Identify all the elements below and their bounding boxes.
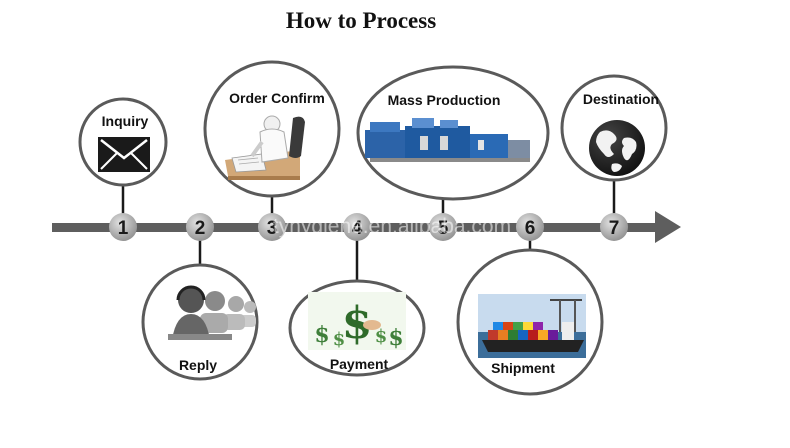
marker-5: 5 — [429, 213, 457, 241]
svg-text:$: $ — [388, 325, 403, 351]
marker-6: 6 — [516, 213, 544, 241]
marker-4: 4 — [343, 213, 371, 241]
page-title: How to Process — [285, 8, 437, 33]
step-label-inquiry: Inquiry — [102, 113, 149, 129]
marker-1: 1 — [109, 213, 137, 241]
watermark: tyhygiene.en.alibaba.com — [273, 215, 511, 238]
customer-service-icon — [168, 285, 256, 340]
step-label-shipment: Shipment — [491, 360, 555, 376]
step-number-4: 4 — [352, 218, 363, 239]
svg-text:$: $ — [314, 322, 329, 348]
step-label-destination: Destination — [583, 91, 659, 107]
step-reply: Reply — [141, 263, 259, 381]
svg-text:$: $ — [333, 329, 346, 350]
step-label-mass-production: Mass Production — [388, 92, 501, 108]
step-order-confirm: Order Confirm — [203, 60, 341, 198]
svg-text:$: $ — [375, 326, 388, 347]
production-machine-icon — [365, 118, 530, 162]
step-number-5: 5 — [438, 218, 449, 239]
step-label-order-confirm: Order Confirm — [229, 90, 325, 106]
step-number-2: 2 — [195, 218, 206, 239]
marker-7: 7 — [600, 213, 628, 241]
step-shipment: Shipment — [456, 248, 604, 396]
step-payment: $ $ $ $ $ Payment — [288, 279, 426, 377]
step-destination: Destination — [560, 74, 668, 182]
signing-document-icon — [225, 115, 305, 180]
step-mass-production: Mass Production — [356, 65, 550, 201]
step-number-3: 3 — [267, 218, 278, 239]
step-inquiry: Inquiry — [78, 97, 168, 187]
step-label-reply: Reply — [179, 357, 217, 373]
marker-2: 2 — [186, 213, 214, 241]
cargo-ship-icon — [478, 294, 586, 358]
dollar-money-icon: $ $ $ $ $ — [308, 292, 406, 351]
step-number-1: 1 — [118, 218, 129, 239]
step-number-7: 7 — [609, 218, 620, 239]
step-number-6: 6 — [525, 218, 536, 239]
envelope-icon — [98, 137, 150, 172]
marker-3: 3 — [258, 213, 286, 241]
step-label-payment: Payment — [330, 356, 389, 372]
globe-icon — [589, 120, 645, 176]
